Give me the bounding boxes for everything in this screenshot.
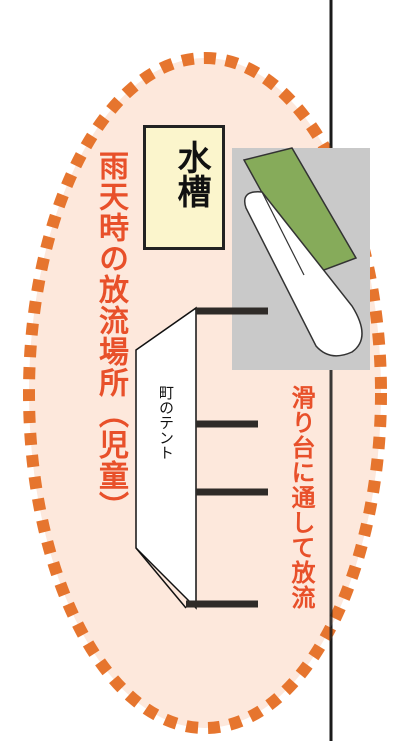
diagram-title: 雨天時の放流場所（児童） (93, 150, 128, 522)
water-tank-label: 水槽 (171, 140, 211, 208)
tent-canopy (135, 306, 197, 610)
water-tank-box: 水槽 (143, 125, 225, 250)
tent-roof-line (135, 547, 187, 609)
tent-label: 町のテント (157, 385, 175, 460)
slide-caption: 滑り台に通して放流 (287, 385, 315, 610)
area-ellipse-dotted-border (23, 52, 387, 734)
slide-edge-line (261, 191, 305, 276)
